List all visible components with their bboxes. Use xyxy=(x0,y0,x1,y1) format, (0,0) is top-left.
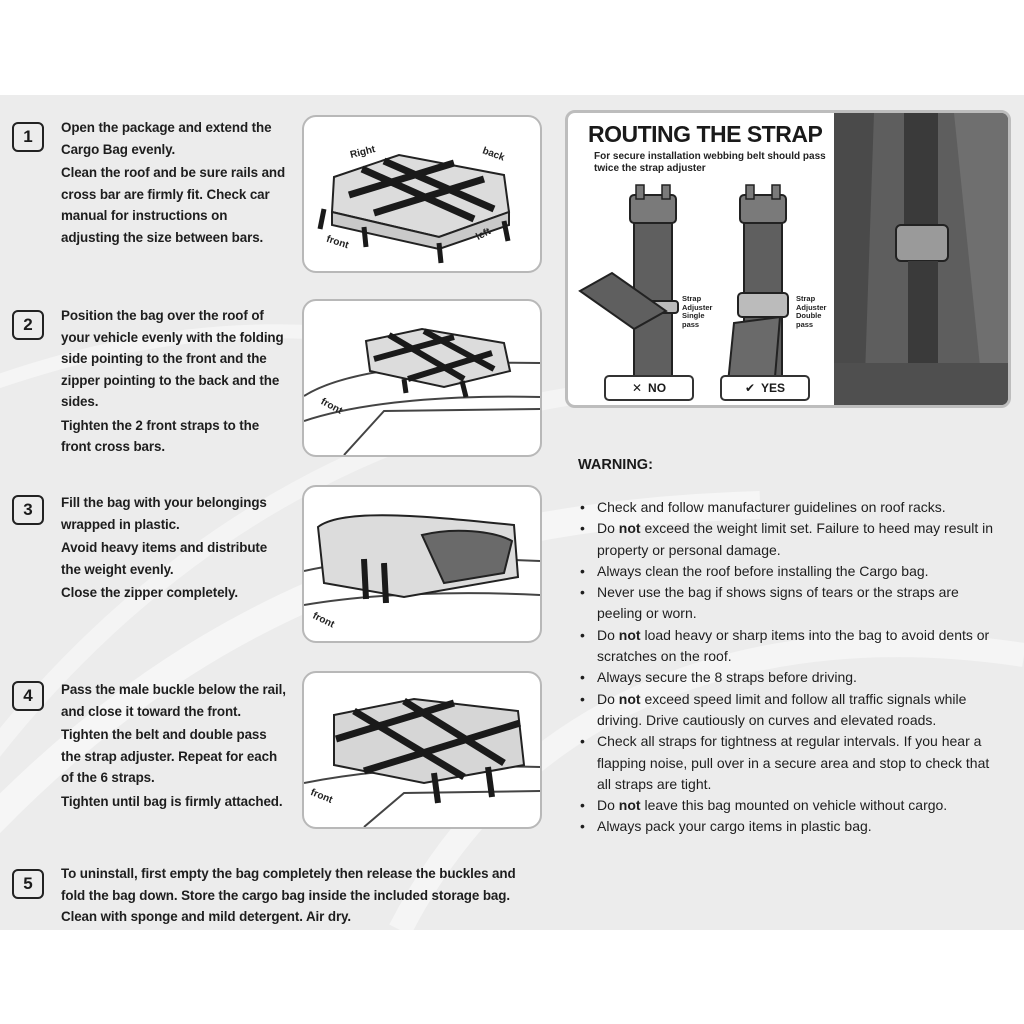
routing-subtitle: For secure installation webbing belt sho… xyxy=(594,151,826,174)
warning-item-text: Do xyxy=(597,520,619,537)
warning-item: Check all straps for tightness at regula… xyxy=(578,731,998,795)
single-pass-label: Strap Adjuster Single pass xyxy=(682,294,713,329)
open-bag-illustration xyxy=(304,514,540,606)
yes-label: YES xyxy=(761,381,786,395)
step-4-paragraph-3: Tighten until bag is firmly attached. xyxy=(61,793,283,809)
step-1-number: 1 xyxy=(12,122,44,152)
warning-item-emphasis: not xyxy=(618,626,641,643)
warning-item-emphasis: not xyxy=(618,797,641,814)
warning-item: Check and follow manufacturer guidelines… xyxy=(578,497,998,519)
buckle-diagram xyxy=(578,184,789,391)
warning-item: Do not exceed the weight limit set. Fail… xyxy=(578,518,998,561)
cargo-bag-flat-illustration xyxy=(317,153,511,264)
warning-item: Do not load heavy or sharp items into th… xyxy=(578,625,998,668)
warning-item-text: Never use the bag if shows signs of tear… xyxy=(597,584,959,622)
step-5-number: 5 xyxy=(12,869,44,899)
warning-item-text: Do xyxy=(597,797,619,814)
buckle-photo-illustration xyxy=(834,113,1008,405)
strap-buckle-photo xyxy=(834,113,1008,405)
step-4-text: Pass the male buckle below the rail, and… xyxy=(61,679,289,812)
warning-item: Always pack your cargo items in plastic … xyxy=(578,816,998,838)
warning-item-emphasis: not xyxy=(618,520,641,537)
no-marker: ✕ NO xyxy=(604,375,694,401)
step-5-paragraph-1: To uninstall, first empty the bag comple… xyxy=(61,866,516,924)
step-2-text: Position the bag over the roof of your v… xyxy=(61,305,289,458)
step-3-number: 3 xyxy=(12,495,44,525)
step-3-paragraph-2: Avoid heavy items and distribute the wei… xyxy=(61,540,268,577)
step-3-illustration: front xyxy=(302,485,542,643)
step-1-paragraph-1: Open the package and extend the Cargo Ba… xyxy=(61,120,272,157)
warning-item: Always clean the roof before installing … xyxy=(578,561,998,583)
warning-item-text: Always pack your cargo items in plastic … xyxy=(597,818,872,835)
warning-title: WARNING: xyxy=(578,457,653,473)
strapped-bag-illustration xyxy=(304,697,540,827)
cross-icon: ✕ xyxy=(631,381,643,395)
warning-item-text: Always clean the roof before installing … xyxy=(597,562,929,579)
no-label: NO xyxy=(648,381,667,395)
yes-marker: ✔ YES xyxy=(720,375,810,401)
step-2-paragraph-2: Tighten the 2 front straps to the front … xyxy=(61,417,260,455)
step-4-number: 4 xyxy=(12,681,44,711)
warning-item-text: exceed speed limit and follow all traffi… xyxy=(597,690,967,728)
warning-item-text: load heavy or sharp items into the bag t… xyxy=(597,626,990,665)
warning-item-text: exceed the weight limit set. Failure to … xyxy=(597,520,994,558)
warning-item-emphasis: not xyxy=(618,690,641,707)
step-3-paragraph-1: Fill the bag with your belongings wrappe… xyxy=(61,495,267,532)
double-pass-label: Strap Adjuster Double pass xyxy=(796,294,827,329)
step-2-paragraph-1: Position the bag over the roof of your v… xyxy=(61,308,284,409)
step-1-paragraph-2: Clean the roof and be sure rails and cro… xyxy=(61,165,286,245)
step-4-paragraph-2: Tighten the belt and double pass the str… xyxy=(61,727,278,785)
warning-item: Do not leave this bag mounted on vehicle… xyxy=(578,795,998,817)
check-icon: ✔ xyxy=(744,381,756,395)
warning-item: Never use the bag if shows signs of tear… xyxy=(578,582,998,625)
car-roof-bag-illustration xyxy=(304,327,540,455)
warning-item-text: Check all straps for tightness at regula… xyxy=(597,733,990,792)
step-5-text: To uninstall, first empty the bag comple… xyxy=(61,863,531,928)
step-1-text: Open the package and extend the Cargo Ba… xyxy=(61,117,289,248)
step-4-illustration: front xyxy=(302,671,542,829)
warning-item: Do not exceed speed limit and follow all… xyxy=(578,689,998,732)
step-4-paragraph-1: Pass the male buckle below the rail, and… xyxy=(61,682,286,719)
step-3-text: Fill the bag with your belongings wrappe… xyxy=(61,492,289,604)
step-3-paragraph-3: Close the zipper completely. xyxy=(61,585,239,600)
step-2-number: 2 xyxy=(12,310,44,340)
warning-item-text: leave this bag mounted on vehicle withou… xyxy=(640,797,948,814)
warning-item: Always secure the 8 straps before drivin… xyxy=(578,667,998,689)
routing-title: ROUTING THE STRAP xyxy=(588,121,823,147)
instruction-sheet: 1 Open the package and extend the Cargo … xyxy=(0,95,1024,930)
step-2-illustration: front xyxy=(302,299,542,457)
warning-item-text: Do xyxy=(597,626,619,643)
warning-item-text: Do xyxy=(597,690,619,707)
warning-item-text: Always secure the 8 straps before drivin… xyxy=(597,669,857,686)
warning-item-text: Check and follow manufacturer guidelines… xyxy=(597,499,946,515)
warning-list: Check and follow manufacturer guidelines… xyxy=(578,497,998,838)
step-1-illustration: Right back front left xyxy=(302,115,542,273)
routing-the-strap-panel: ROUTING THE STRAP For secure installatio… xyxy=(565,110,1011,408)
